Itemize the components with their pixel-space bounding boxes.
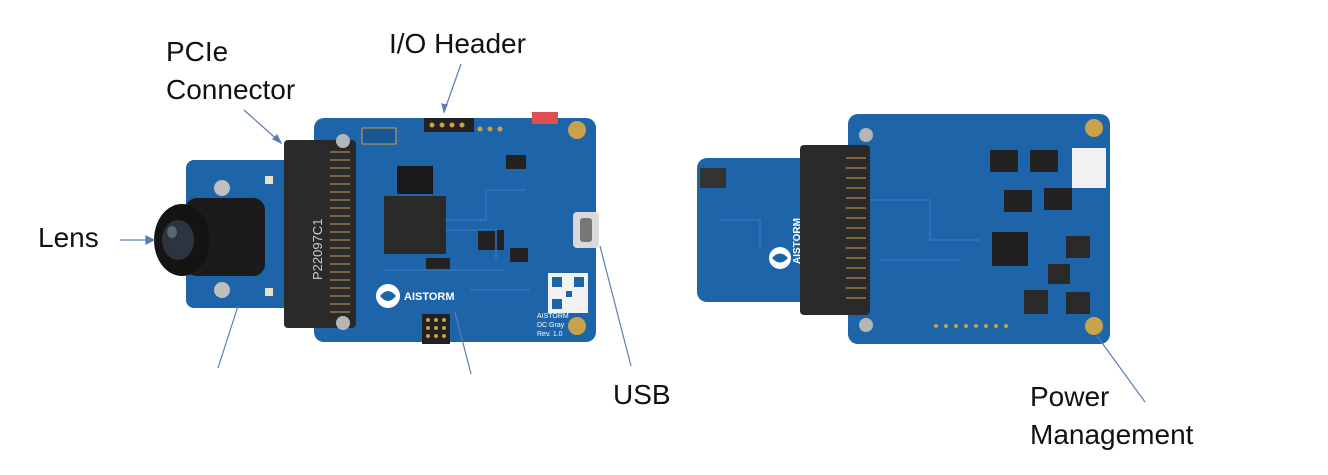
memory-chip	[397, 166, 433, 194]
camera-mount-hole	[214, 282, 230, 298]
back-board: AISTORM	[697, 114, 1110, 344]
back-camera-board	[697, 158, 825, 302]
back-pin-row	[934, 324, 1008, 328]
back-traces	[720, 199, 980, 261]
pcie-connector	[284, 140, 356, 328]
usb-c-slot	[580, 218, 592, 242]
ic-small	[510, 248, 528, 262]
power-inductor	[1048, 264, 1070, 284]
pcie-pins	[330, 151, 350, 313]
camera-mount-hole	[214, 180, 230, 196]
back-controller-chip	[992, 232, 1028, 266]
front-board: P22097C1	[154, 112, 599, 344]
back-ic	[990, 150, 1018, 172]
card-text-2: DC Gray	[537, 322, 565, 329]
power-inductor	[1066, 292, 1090, 314]
io-arrowhead	[441, 103, 448, 114]
qr-module	[566, 291, 572, 297]
back-dip-switch	[700, 168, 726, 188]
camera-led	[265, 176, 273, 184]
lens-glass	[162, 220, 194, 260]
camera-led	[265, 288, 273, 296]
pcie-label-line2: Connector	[166, 74, 296, 105]
lens-label: Lens	[38, 222, 99, 253]
main-soc-chip	[384, 196, 446, 254]
back-mount-hole-gold	[1085, 317, 1103, 335]
power-label-line1: Power	[1030, 381, 1110, 412]
back-pcie-pins	[846, 157, 866, 299]
label-sticker	[1072, 148, 1106, 188]
power-pointer-line	[1096, 335, 1146, 403]
usb-label: USB	[613, 379, 671, 410]
pcb-traces	[384, 189, 530, 291]
back-ic	[1044, 188, 1072, 210]
ic-small	[506, 155, 526, 169]
front-brand-text: AISTORM	[404, 291, 455, 303]
mount-screw	[336, 316, 350, 330]
ic-small	[478, 230, 504, 250]
callout-lines	[120, 63, 1146, 403]
io-pointer-line	[443, 63, 462, 113]
aistorm-logo-mark	[380, 291, 396, 301]
back-ic	[1004, 190, 1032, 212]
red-switch	[532, 112, 558, 124]
lower-pin-header	[422, 314, 450, 344]
connector-marking: P22097C1	[310, 219, 325, 280]
back-mount-hole-gold	[1085, 119, 1103, 137]
back-brand-text: AISTORM	[792, 218, 803, 264]
mount-hole-gold	[568, 317, 586, 335]
back-mount-screw	[859, 318, 873, 332]
chip-pointer-line	[454, 311, 472, 375]
qr-module	[552, 277, 562, 287]
back-mount-screw	[859, 128, 873, 142]
lens-glare	[167, 226, 177, 238]
power-inductor	[1066, 236, 1090, 258]
back-logo-mark	[772, 253, 788, 263]
card-text-1: AISTORM	[537, 313, 569, 320]
small-header	[361, 127, 397, 145]
power-label-line2: Management	[1030, 419, 1194, 450]
power-inductor	[1024, 290, 1048, 314]
lens-lower-line	[217, 305, 239, 369]
usb-pointer-line	[599, 245, 632, 367]
io-header	[424, 118, 503, 132]
pcie-label-line1: PCIe	[166, 36, 229, 67]
lens-arrowhead	[145, 235, 156, 245]
qr-module	[574, 277, 584, 287]
pcie-arrowhead	[271, 133, 283, 145]
mount-screw	[336, 134, 350, 148]
back-ic	[1030, 150, 1058, 172]
ic-small	[426, 258, 450, 270]
qr-module	[552, 299, 562, 309]
card-text-3: Rev. 1.0	[537, 331, 563, 338]
back-pcie-connector	[800, 145, 870, 315]
io-header-label: I/O Header	[389, 28, 526, 59]
mount-hole-gold	[568, 121, 586, 139]
